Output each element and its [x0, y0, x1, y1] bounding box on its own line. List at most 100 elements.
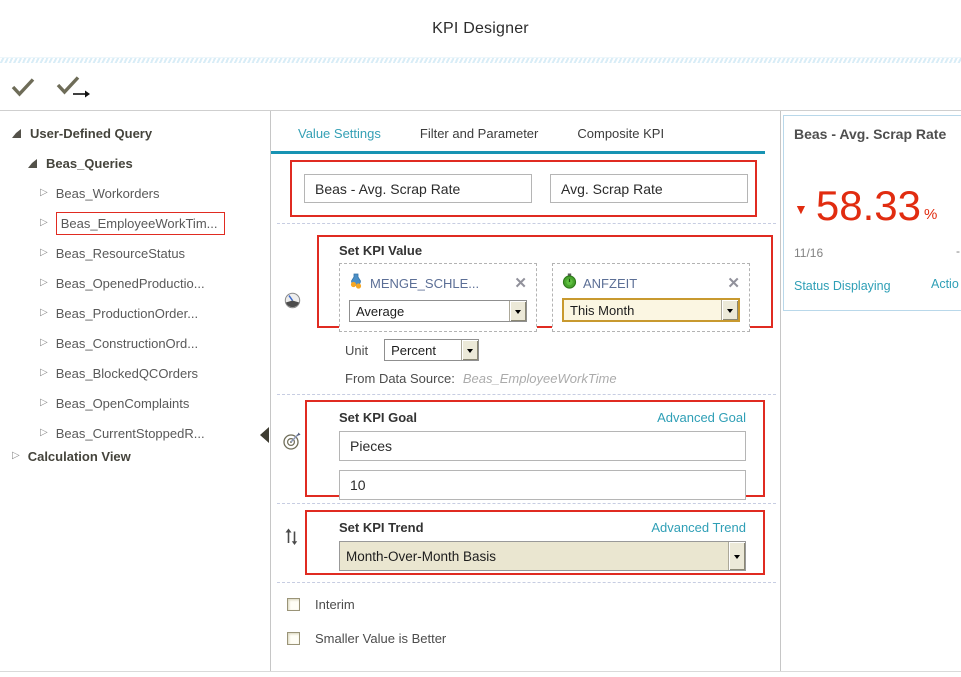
interim-checkbox[interactable] [287, 598, 300, 611]
time-range-selected-value: This Month [564, 300, 721, 320]
measure-icon [349, 273, 364, 294]
aggregation-selected-value: Average [356, 304, 405, 319]
set-kpi-value-section: Set KPI Value MENGE_SCHLE... [317, 235, 773, 332]
kpi-settings-panel: Value Settings Filter and Parameter Comp… [271, 111, 781, 671]
action-link[interactable]: Actio [931, 277, 959, 292]
kpi-value-icon [284, 292, 301, 314]
kpi-goal-target-icon [282, 431, 302, 456]
tree-item-beas-opencomplaints[interactable]: ▷ Beas_OpenComplaints [0, 388, 270, 418]
page-title: KPI Designer [432, 19, 529, 37]
collapsed-arrow-icon[interactable]: ▷ [40, 427, 48, 438]
trend-basis-dropdown[interactable]: Month-Over-Month Basis [339, 541, 746, 571]
section-title: Set KPI Goal [339, 410, 418, 425]
content-area: User-Defined Query Beas_Queries ▷ Beas_W… [0, 111, 961, 672]
kpi-short-name-input[interactable] [550, 174, 748, 203]
section-divider [277, 582, 776, 583]
measure-field-label: MENGE_SCHLE... [370, 275, 480, 291]
dropdown-button[interactable] [461, 340, 479, 360]
tree-item-beas-openedproduction[interactable]: ▷ Beas_OpenedProductio... [0, 268, 270, 298]
tree-item-label: Beas_OpenComplaints [55, 395, 190, 411]
kpi-preview-card: Beas - Avg. Scrap Rate ▼ 58.33 % 11/16 -… [783, 115, 961, 311]
unit-label: Unit [345, 342, 369, 358]
section-title: Set KPI Value [339, 243, 423, 258]
sidebar-collapse-icon[interactable] [252, 427, 269, 443]
tree-item-label: Beas_ConstructionOrd... [55, 335, 199, 351]
tab-underline [271, 151, 765, 154]
tree-item-calculation-view[interactable]: ▷ Calculation View [0, 441, 270, 471]
expanded-arrow-icon[interactable] [12, 128, 21, 138]
dropdown-button[interactable] [721, 300, 738, 320]
kpi-meta-row: 11/16 - [794, 244, 961, 261]
tree-item-beas-workorders[interactable]: ▷ Beas_Workorders [0, 178, 270, 208]
advanced-trend-link[interactable]: Advanced Trend [651, 520, 746, 535]
section-divider [277, 223, 776, 224]
tree-item-beas-blockedqcorders[interactable]: ▷ Beas_BlockedQCOrders [0, 358, 270, 388]
tab-composite-kpi[interactable]: Composite KPI [577, 126, 665, 141]
tree-item-label-highlighted: Beas_EmployeeWorkTim... [55, 211, 226, 235]
tree-item-beas-currentstopped[interactable]: ▷ Beas_CurrentStoppedR... [0, 418, 270, 448]
remove-measure-icon[interactable]: ✕ [514, 274, 527, 292]
stopwatch-icon [562, 273, 577, 294]
unit-dropdown[interactable]: Percent [384, 339, 480, 361]
goal-value-input[interactable] [339, 470, 746, 500]
kpi-value-row: ▼ 58.33 % [794, 182, 961, 229]
tree-item-user-defined-query[interactable]: User-Defined Query [0, 118, 270, 148]
chevron-down-icon [467, 348, 474, 356]
kpi-value: 58.33 [815, 182, 921, 229]
data-source-label: From Data Source: [345, 371, 455, 386]
advanced-goal-link[interactable]: Advanced Goal [657, 410, 746, 425]
set-kpi-goal-section: Set KPI Goal Advanced Goal [305, 400, 765, 500]
tree-item-beas-resourcestatus[interactable]: ▷ Beas_ResourceStatus [0, 238, 270, 268]
tree-item-label: Beas_ResourceStatus [55, 245, 186, 261]
collapsed-arrow-icon[interactable]: ▷ [40, 337, 48, 348]
tree-item-label: Calculation View [27, 448, 131, 464]
dropdown-button[interactable] [509, 301, 526, 321]
tree-item-label: Beas_OpenedProductio... [55, 275, 205, 291]
collapsed-arrow-icon[interactable]: ▷ [40, 397, 48, 408]
unit-row: Unit Percent [345, 339, 780, 361]
tree-item-beas-constructionorder[interactable]: ▷ Beas_ConstructionOrd... [0, 328, 270, 358]
kpi-name-input[interactable] [304, 174, 532, 203]
smaller-value-checkbox[interactable] [287, 632, 300, 645]
status-displaying-link[interactable]: Status Displaying [794, 279, 891, 294]
checkbox-label: Smaller Value is Better [315, 631, 447, 646]
set-kpi-trend-section: Set KPI Trend Advanced Trend Month-Over-… [305, 510, 765, 575]
tree-item-label: Beas_Workorders [55, 185, 160, 201]
confirm-and-next-icon[interactable] [56, 75, 92, 99]
collapsed-arrow-icon[interactable]: ▷ [40, 187, 48, 198]
kpi-trend-icon [284, 527, 300, 551]
remove-measure-icon[interactable]: ✕ [727, 274, 740, 292]
smaller-value-checkbox-row[interactable]: Smaller Value is Better [287, 631, 780, 646]
measure-card-value: MENGE_SCHLE... ✕ Average [339, 263, 537, 332]
collapsed-arrow-icon[interactable]: ▷ [40, 217, 48, 228]
tree-item-label: Beas_ProductionOrder... [55, 305, 199, 321]
dropdown-button[interactable] [728, 542, 745, 570]
expanded-arrow-icon[interactable] [28, 158, 37, 168]
chevron-down-icon [727, 308, 733, 316]
tree-item-beas-employeeworktime[interactable]: ▷ Beas_EmployeeWorkTim... [0, 208, 270, 238]
collapsed-arrow-icon[interactable]: ▷ [40, 247, 48, 258]
tree-item-beas-productionorder[interactable]: ▷ Beas_ProductionOrder... [0, 298, 270, 328]
collapsed-arrow-icon[interactable]: ▷ [40, 307, 48, 318]
tree-item-beas-queries[interactable]: Beas_Queries [0, 148, 270, 178]
collapsed-arrow-icon[interactable]: ▷ [40, 277, 48, 288]
chevron-down-icon [515, 309, 521, 317]
interim-checkbox-row[interactable]: Interim [287, 597, 780, 612]
unit-selected-value: Percent [391, 343, 436, 358]
tree-item-label: User-Defined Query [30, 125, 153, 141]
collapsed-arrow-icon[interactable]: ▷ [40, 367, 48, 378]
goal-type-input[interactable] [339, 431, 746, 461]
data-source-row: From Data Source: Beas_EmployeeWorkTime [345, 371, 780, 386]
confirm-icon[interactable] [10, 77, 36, 97]
aggregation-dropdown[interactable]: Average [349, 300, 527, 322]
time-range-dropdown[interactable]: This Month [562, 298, 740, 322]
kpi-date: 11/16 [794, 246, 824, 261]
header-stripe-divider [0, 57, 961, 63]
tab-value-settings[interactable]: Value Settings [298, 126, 381, 141]
tab-filter-and-parameter[interactable]: Filter and Parameter [419, 126, 539, 141]
collapsed-arrow-icon[interactable]: ▷ [12, 450, 20, 461]
section-divider [277, 503, 776, 504]
kpi-unit: % [923, 206, 938, 224]
settings-tabs: Value Settings Filter and Parameter Comp… [298, 126, 780, 141]
